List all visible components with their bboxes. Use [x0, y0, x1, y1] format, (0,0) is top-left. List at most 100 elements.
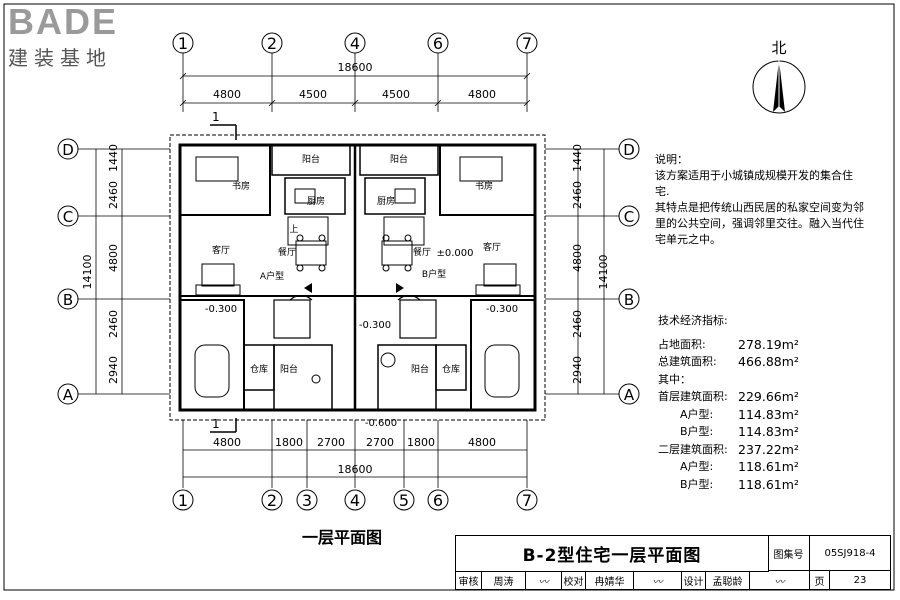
stat-row: A户型:118.61m² [680, 459, 799, 474]
dimension-text-right: 1440 2460 4800 2460 2940 14100 [571, 144, 610, 384]
reviewer-signature: 〰 [526, 571, 562, 589]
unit-b-label: B户型 [422, 268, 446, 280]
design-label: 设计 [682, 571, 706, 589]
svg-text:4800: 4800 [468, 436, 496, 449]
notes-block: 说明： 该方案适用于小城镇成规模开发的集合住宅. 其特点是把传统山西民居的私家空… [655, 152, 865, 248]
room-living-b: 客厅 [483, 241, 501, 253]
svg-text:C: C [624, 208, 634, 226]
checker-name: 冉婧华 [586, 571, 634, 589]
svg-text:1800: 1800 [407, 436, 435, 449]
dimension-lines-bottom [182, 420, 528, 488]
room-balcony-b: 阳台 [390, 153, 408, 165]
svg-text:6: 6 [433, 34, 443, 53]
svg-text:2460: 2460 [107, 310, 120, 338]
notes-line: 宅单元之中。 [655, 233, 721, 246]
title-block: B-2型住宅一层平面图 图集号 05SJ918-4 审核 周涛 〰 校对 冉婧华… [455, 535, 891, 590]
building-walls [169, 134, 546, 421]
svg-text:A: A [624, 386, 635, 404]
svg-text:D: D [623, 141, 635, 159]
svg-text:4500: 4500 [382, 88, 410, 101]
svg-text:D: D [62, 141, 74, 159]
stat-row: 总建筑面积:466.88m² [658, 354, 799, 369]
svg-text:4: 4 [350, 491, 360, 510]
svg-text:14100: 14100 [597, 255, 610, 290]
svg-text:2: 2 [267, 491, 277, 510]
room-kitchen-a: 厨房 [307, 195, 325, 207]
svg-text:C: C [63, 208, 73, 226]
north-arrow: 北 [752, 39, 806, 114]
svg-text:4500: 4500 [299, 88, 327, 101]
stat-row: 首层建筑面积:229.66m² [658, 389, 799, 404]
dim-total-top: 18600 [338, 61, 373, 74]
stat-row: B户型:114.83m² [680, 424, 799, 439]
svg-text:1: 1 [212, 417, 220, 431]
room-kitchen-b: 厨房 [377, 195, 395, 207]
svg-text:1: 1 [178, 491, 188, 510]
notes-line: 里的公共空间，强调邻里交往。融入当代住 [655, 217, 864, 230]
stat-row: A户型:114.83m² [680, 406, 799, 422]
svg-text:7: 7 [522, 34, 532, 53]
section-mark-text: 1 1 [212, 110, 220, 431]
plan-caption: 一层平面图 [302, 528, 383, 547]
notes-line: 该方案适用于小城镇成规模开发的集合住宅. [655, 169, 853, 198]
dimension-text-left: 1440 2460 4800 2460 2940 14100 [81, 144, 120, 384]
entry-arrow-b [396, 283, 404, 293]
svg-text:14100: 14100 [81, 255, 94, 290]
room-dining-b: 餐厅 [413, 246, 431, 258]
svg-text:3: 3 [302, 491, 312, 510]
svg-text:1440: 1440 [571, 144, 584, 172]
stat-row: B户型:118.61m² [680, 476, 799, 492]
brand-logo-text: BADE [8, 1, 119, 42]
room-study-a: 书房 [232, 180, 250, 192]
entry-arrow-a [304, 283, 312, 293]
unit-a-label: A户型 [260, 270, 284, 282]
room-living-a: 客厅 [212, 244, 230, 256]
atlas-label: 图集号 [768, 536, 810, 571]
level-zero: ±0.000 [436, 248, 473, 259]
reviewer-name: 周涛 [482, 571, 526, 589]
stair-up-label: 上 [289, 224, 298, 235]
svg-text:2460: 2460 [571, 310, 584, 338]
svg-text:4800: 4800 [213, 88, 241, 101]
svg-text:2700: 2700 [317, 436, 345, 449]
furniture [194, 156, 521, 398]
brand-logo: BADE 建装基地 [8, 4, 148, 74]
level-labels: ±0.000 -0.300 -0.300 -0.300 -0.600 [205, 248, 518, 429]
axis-bubbles-bottom: 1 2 3 4 5 6 7 [172, 489, 538, 511]
level-garage-a: -0.300 [205, 304, 237, 315]
svg-text:2940: 2940 [107, 356, 120, 384]
axis-bubble-6-top: 6 [427, 32, 449, 54]
room-balcony-lower-b: 阳台 [411, 363, 429, 375]
dim-total-bottom: 18600 [338, 463, 373, 476]
dimension-text-top: 18600 4800 4500 4500 4800 [213, 61, 496, 101]
level-garage-b: -0.300 [486, 304, 518, 315]
stat-row: 其中： [658, 372, 691, 386]
svg-text:6: 6 [433, 491, 443, 510]
svg-text:1: 1 [212, 110, 220, 124]
level-court: -0.300 [359, 320, 391, 331]
axis-bubble-7-top: 7 [516, 32, 538, 54]
notes-heading: 说明： [655, 153, 688, 166]
north-label: 北 [771, 39, 786, 57]
tech-stats: 技术经济指标: 占地面积:278.19m² 总建筑面积:466.88m² 其中：… [658, 312, 858, 493]
axis-bubbles-side: D C B A D C B A [57, 138, 640, 405]
dimension-lines-top [179, 72, 531, 107]
svg-text:2460: 2460 [107, 181, 120, 209]
svg-text:A: A [63, 386, 74, 404]
drawing-title: B-2型住宅一层平面图 [456, 536, 769, 572]
review-label: 审核 [456, 571, 482, 589]
axis-bubble-2-top: 2 [261, 32, 283, 54]
svg-text:2700: 2700 [366, 436, 394, 449]
brand-subtitle: 建装基地 [8, 46, 112, 70]
designer-name: 孟聪龄 [706, 571, 750, 589]
level-entrance: -0.600 [365, 418, 397, 429]
svg-text:1: 1 [178, 34, 188, 53]
room-storage-a: 仓库 [250, 363, 268, 375]
axis-bubble-4-top: 4 [344, 32, 366, 54]
svg-text:2: 2 [267, 34, 277, 53]
atlas-number: 05SJ918-4 [810, 536, 890, 571]
svg-text:B: B [624, 291, 634, 309]
room-labels: 阳台 阳台 书房 书房 厨房 厨房 上 客厅 客厅 餐厅 餐厅 A户型 B户型 … [212, 153, 501, 375]
axis-lines-side [78, 148, 619, 395]
